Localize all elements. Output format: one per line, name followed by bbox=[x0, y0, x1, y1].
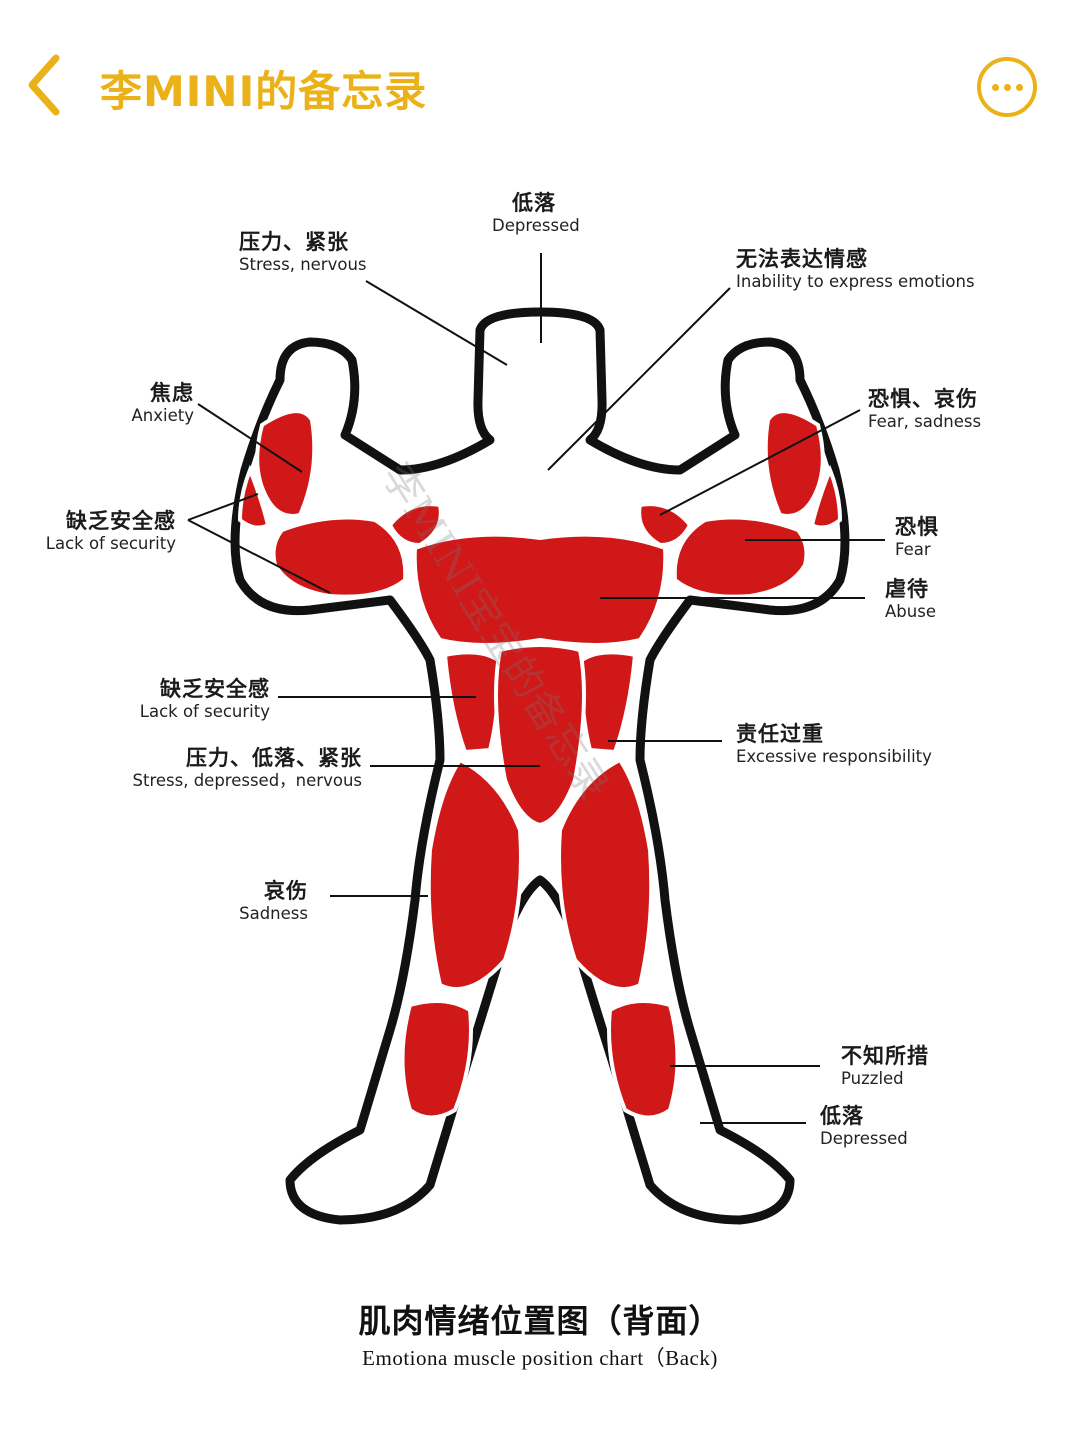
label-en: Lack of security bbox=[45, 534, 176, 554]
leader-lines bbox=[187, 253, 885, 1124]
upper-back-muscle bbox=[412, 532, 668, 647]
deltoid-left-muscle bbox=[387, 502, 443, 548]
more-horizontal-icon bbox=[991, 83, 999, 91]
label-zh: 压力、紧张 bbox=[239, 230, 349, 254]
label-forearm-right: 恐惧、哀伤 Fear, sadness bbox=[868, 388, 981, 430]
label-zh: 低落 bbox=[512, 191, 556, 215]
label-lower-back-left: 缺乏安全感 Lack of security bbox=[100, 678, 270, 720]
label-hamstring: 哀伤 Sadness bbox=[210, 880, 308, 922]
chevron-left-icon bbox=[28, 54, 60, 116]
label-en: Sadness bbox=[239, 904, 308, 924]
calf-right-muscle bbox=[607, 999, 680, 1120]
top-bar: 李MINI的备忘录 bbox=[0, 0, 1080, 170]
more-button[interactable] bbox=[977, 57, 1037, 117]
forearm-left-muscle bbox=[255, 409, 317, 518]
label-lower-back-right: 责任过重 Excessive responsibility bbox=[736, 723, 932, 765]
label-zh: 不知所措 bbox=[841, 1044, 929, 1068]
page-title: 李MINI的备忘录 bbox=[100, 67, 428, 116]
muscle-groups bbox=[237, 409, 843, 1120]
label-en: Inability to express emotions bbox=[736, 272, 975, 292]
label-lumbar: 压力、低落、紧张 Stress, depressed，nervous bbox=[110, 746, 363, 791]
diagram-title: 肌肉情绪位置图（背面） bbox=[358, 1302, 722, 1340]
label-en: Lack of security bbox=[139, 702, 270, 722]
label-zh: 缺乏安全感 bbox=[160, 677, 270, 701]
label-en: Excessive responsibility bbox=[736, 747, 932, 767]
label-en: Fear, sadness bbox=[868, 412, 982, 432]
back-button[interactable] bbox=[22, 52, 78, 118]
label-zh: 虐待 bbox=[885, 577, 929, 601]
label-zh: 哀伤 bbox=[264, 879, 308, 903]
label-forearm-left: 焦虑 Anxiety bbox=[110, 382, 194, 424]
label-lats: 虐待 Abuse bbox=[885, 578, 936, 620]
label-en: Stress, nervous bbox=[239, 255, 367, 275]
label-en: Anxiety bbox=[131, 406, 194, 426]
label-zh: 缺乏安全感 bbox=[66, 509, 176, 533]
label-calf-upper: 不知所措 Puzzled bbox=[841, 1045, 929, 1087]
label-en: Stress, depressed，nervous bbox=[132, 771, 363, 791]
label-en: Fear bbox=[895, 540, 931, 560]
label-upper-trap: 压力、紧张 Stress, nervous bbox=[239, 231, 367, 273]
hamstring-left-muscle bbox=[426, 757, 523, 992]
label-en: Puzzled bbox=[841, 1069, 904, 1089]
label-zh: 恐惧、哀伤 bbox=[868, 387, 978, 411]
diagram-subtitle: Emotiona muscle position chart（Back) bbox=[362, 1346, 718, 1370]
label-zh: 责任过重 bbox=[736, 722, 824, 746]
triceps-right-muscle bbox=[672, 515, 809, 599]
forearm-left-muscle-2 bbox=[237, 464, 271, 530]
label-mid-back: 无法表达情感 Inability to express emotions bbox=[736, 248, 975, 290]
label-triceps-right: 恐惧 Fear bbox=[895, 516, 939, 558]
label-en: Abuse bbox=[885, 602, 936, 622]
label-en: Depressed bbox=[492, 216, 580, 236]
label-zh: 低落 bbox=[820, 1104, 864, 1128]
label-en: Depressed bbox=[820, 1129, 908, 1149]
calf-left-muscle bbox=[400, 999, 473, 1120]
triceps-left-muscle bbox=[271, 515, 408, 599]
lumbar-muscle bbox=[494, 643, 586, 828]
hamstring-right-muscle bbox=[557, 757, 654, 992]
deltoid-right-muscle bbox=[637, 502, 693, 548]
label-zh: 无法表达情感 bbox=[736, 247, 868, 271]
label-neck: 低落 Depressed bbox=[492, 192, 580, 234]
forearm-right-muscle-2 bbox=[809, 464, 843, 530]
label-zh: 压力、低落、紧张 bbox=[186, 746, 362, 770]
label-triceps-left: 缺乏安全感 Lack of security bbox=[30, 510, 176, 552]
label-calf-lower: 低落 Depressed bbox=[820, 1105, 908, 1147]
label-zh: 焦虑 bbox=[150, 381, 194, 405]
label-zh: 恐惧 bbox=[895, 515, 939, 539]
